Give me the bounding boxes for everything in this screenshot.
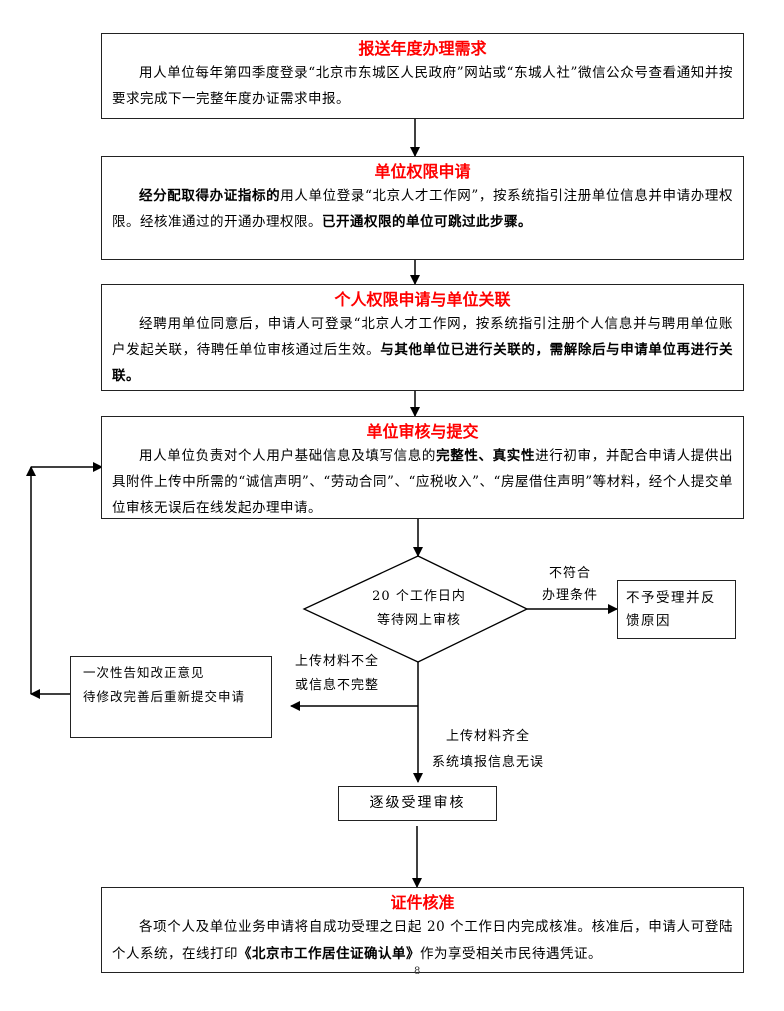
step-text-bold: 完整性、真实性: [436, 448, 536, 464]
step-unit-permission: 单位权限申请 经分配取得办证指标的用人单位登录“北京人才工作网”，按系统指引注册…: [101, 156, 744, 260]
step-text: 经聘用单位同意后，申请人可登录“北京人才工作网，按系统指引注册个人信息并与聘用单…: [112, 316, 733, 358]
decision-line: 等待网上审核: [376, 613, 461, 628]
step-text: 进行初审，并配合申请人提供出具附件上传中所需的“诚信声明”、“劳动合同”、“应税…: [112, 448, 734, 516]
tiered-review-box: 逐级受理审核: [338, 786, 497, 821]
step-body: 经聘用单位同意后，申请人可登录“北京人才工作网，按系统指引注册个人信息并与聘用单…: [112, 311, 733, 389]
step-body: 用人单位负责对个人用户基础信息及填写信息的完整性、真实性进行初审，并配合申请人提…: [112, 443, 733, 521]
step-title: 单位审核与提交: [366, 422, 479, 441]
step-text: 用人单位每年第四季度登录“北京市东城区人民政府”网站或“东城人社”微信公众号查看…: [112, 65, 733, 107]
tiered-review-text: 逐级受理审核: [369, 795, 466, 811]
step-body: 用人单位每年第四季度登录“北京市东城区人民政府”网站或“东城人社”微信公众号查看…: [112, 60, 733, 112]
label-line: 办理条件: [541, 588, 598, 603]
reject-box: 不予受理并反馈原因: [617, 580, 736, 639]
decision-text: 20 个工作日内 等待网上审核: [354, 586, 484, 632]
label-line: 不符合: [548, 566, 591, 581]
step-text-bold: 与其他单位已进行关联的，需解除后与申请单位再进行关联。: [112, 342, 734, 384]
step-body: 经分配取得办证指标的用人单位登录“北京人才工作网”，按系统指引注册单位信息并申请…: [112, 183, 733, 235]
step-unit-review: 单位审核与提交 用人单位负责对个人用户基础信息及填写信息的完整性、真实性进行初审…: [101, 416, 744, 519]
decision-line: 20 个工作日内: [372, 589, 466, 604]
correction-line: 一次性告知改正意见: [83, 665, 205, 680]
step-personal-permission: 个人权限申请与单位关联 经聘用单位同意后，申请人可登录“北京人才工作网，按系统指…: [101, 284, 744, 391]
label-line: 上传材料齐全: [445, 729, 530, 744]
label-line: 或信息不完整: [295, 678, 380, 693]
step-text: 作为享受相关市民待遇凭证。: [420, 946, 602, 962]
reject-condition-label: 不符合 办理条件: [530, 563, 610, 607]
correction-box: 一次性告知改正意见 待修改完善后重新提交申请: [70, 656, 272, 738]
reject-box-text: 不予受理并反馈原因: [626, 590, 716, 629]
step-body: 各项个人及单位业务申请将自成功受理之日起 20 个工作日内完成核准。核准后，申请…: [112, 914, 733, 968]
step-text: 用人单位登录“北京人才工作网”，按系统指引注册单位信息并申请办理权限。经核准通过…: [112, 188, 734, 230]
ok-condition-label: 上传材料齐全 系统填报信息无误: [428, 726, 548, 774]
step-text-bold: 《北京市工作居住证确认单》: [238, 946, 420, 962]
page-number: 8: [414, 966, 421, 977]
step-title: 个人权限申请与单位关联: [334, 290, 511, 309]
step-annual-demand: 报送年度办理需求 用人单位每年第四季度登录“北京市东城区人民政府”网站或“东城人…: [101, 33, 744, 119]
step-certificate-approval: 证件核准 各项个人及单位业务申请将自成功受理之日起 20 个工作日内完成核准。核…: [101, 887, 744, 973]
incomplete-condition-label: 上传材料不全 或信息不完整: [295, 651, 415, 697]
step-title: 单位权限申请: [374, 162, 471, 181]
label-line: 系统填报信息无误: [431, 755, 544, 770]
label-line: 上传材料不全: [295, 654, 380, 669]
step-text: 用人单位负责对个人用户基础信息及填写信息的: [139, 448, 437, 464]
step-title: 证件核准: [390, 893, 455, 912]
correction-line: 待修改完善后重新提交申请: [83, 689, 246, 704]
step-text-bold: 已开通权限的单位可跳过此步骤。: [322, 214, 532, 230]
step-text: 各项个人及单位业务申请将自成功受理之日起 20 个工作日内完成核准。核准后，申请…: [112, 919, 733, 962]
step-text-bold: 经分配取得办证指标的: [139, 188, 281, 204]
step-title: 报送年度办理需求: [358, 39, 487, 58]
